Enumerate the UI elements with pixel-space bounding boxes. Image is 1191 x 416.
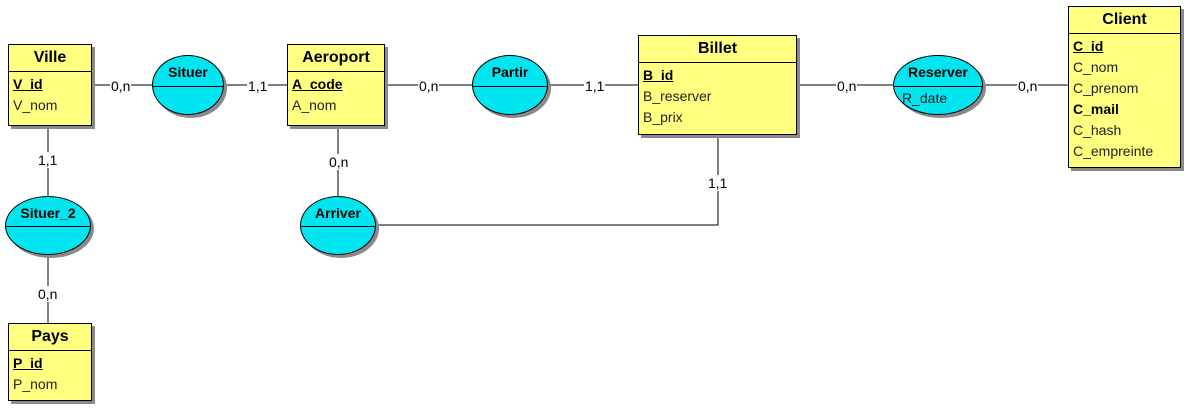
association-reserver[interactable]: Reserver R_date xyxy=(893,55,983,115)
cardinality-reserver-client: 0,n xyxy=(1017,78,1039,94)
attribute: C_prenom xyxy=(1073,80,1139,96)
association-arriver[interactable]: Arriver xyxy=(300,196,376,255)
association-divider xyxy=(6,226,90,227)
entity-title: Client xyxy=(1069,7,1180,34)
primary-key-attribute: A_code xyxy=(292,76,343,92)
association-title: Situer xyxy=(168,64,208,80)
attribute: C_hash xyxy=(1073,122,1122,138)
entity-title: Billet xyxy=(639,36,796,63)
association-attribute: R_date xyxy=(902,90,948,106)
cardinality-situer2-pays: 0,n xyxy=(37,286,59,302)
cardinality-ville-situer: 0,n xyxy=(110,78,132,94)
attribute: P_nom xyxy=(13,376,58,392)
primary-key-attribute: V_id xyxy=(13,76,43,92)
attribute: A_nom xyxy=(292,97,337,113)
entity-client[interactable]: Client C_id C_nom C_prenom C_mail C_hash… xyxy=(1068,6,1181,168)
entity-title: Ville xyxy=(9,45,91,72)
primary-key-attribute: P_id xyxy=(13,355,43,371)
attribute: C_nom xyxy=(1073,59,1119,75)
association-situer-2[interactable]: Situer_2 xyxy=(5,196,91,255)
entity-title: Aeroport xyxy=(288,45,384,72)
association-divider xyxy=(301,226,375,227)
entity-ville[interactable]: Ville V_id V_nom xyxy=(8,44,92,126)
association-title: Arriver xyxy=(315,205,361,221)
primary-key-attribute: C_id xyxy=(1073,38,1104,54)
cardinality-ville-situer2: 1,1 xyxy=(37,152,59,168)
link-billet-arriver xyxy=(376,135,719,226)
cardinality-partir-billet: 1,1 xyxy=(584,78,606,94)
attribute: B_prix xyxy=(643,109,683,125)
association-title: Reserver xyxy=(908,64,968,80)
entity-title: Pays xyxy=(9,324,91,351)
cardinality-billet-reserver: 0,n xyxy=(836,78,858,94)
association-divider xyxy=(894,86,982,87)
association-divider xyxy=(153,86,223,87)
entity-billet[interactable]: Billet B_id B_reserver B_prix xyxy=(638,35,797,135)
entity-pays[interactable]: Pays P_id P_nom xyxy=(8,323,92,401)
attribute: C_empreinte xyxy=(1073,143,1154,159)
association-situer[interactable]: Situer xyxy=(152,55,224,115)
cardinality-aeroport-partir: 0,n xyxy=(418,78,440,94)
attribute: B_reserver xyxy=(643,88,712,104)
association-title: Situer_2 xyxy=(20,205,76,221)
cardinality-situer-aeroport: 1,1 xyxy=(247,78,269,94)
association-title: Partir xyxy=(491,64,529,80)
primary-key-attribute: B_id xyxy=(643,67,674,83)
cardinality-aeroport-arriver: 0,n xyxy=(328,154,350,170)
cardinality-billet-arriver: 1,1 xyxy=(707,175,729,191)
entity-aeroport[interactable]: Aeroport A_code A_nom xyxy=(287,44,385,126)
association-partir[interactable]: Partir xyxy=(472,55,548,115)
unique-attribute: C_mail xyxy=(1073,101,1119,117)
attribute: V_nom xyxy=(13,97,58,113)
association-divider xyxy=(473,86,547,87)
